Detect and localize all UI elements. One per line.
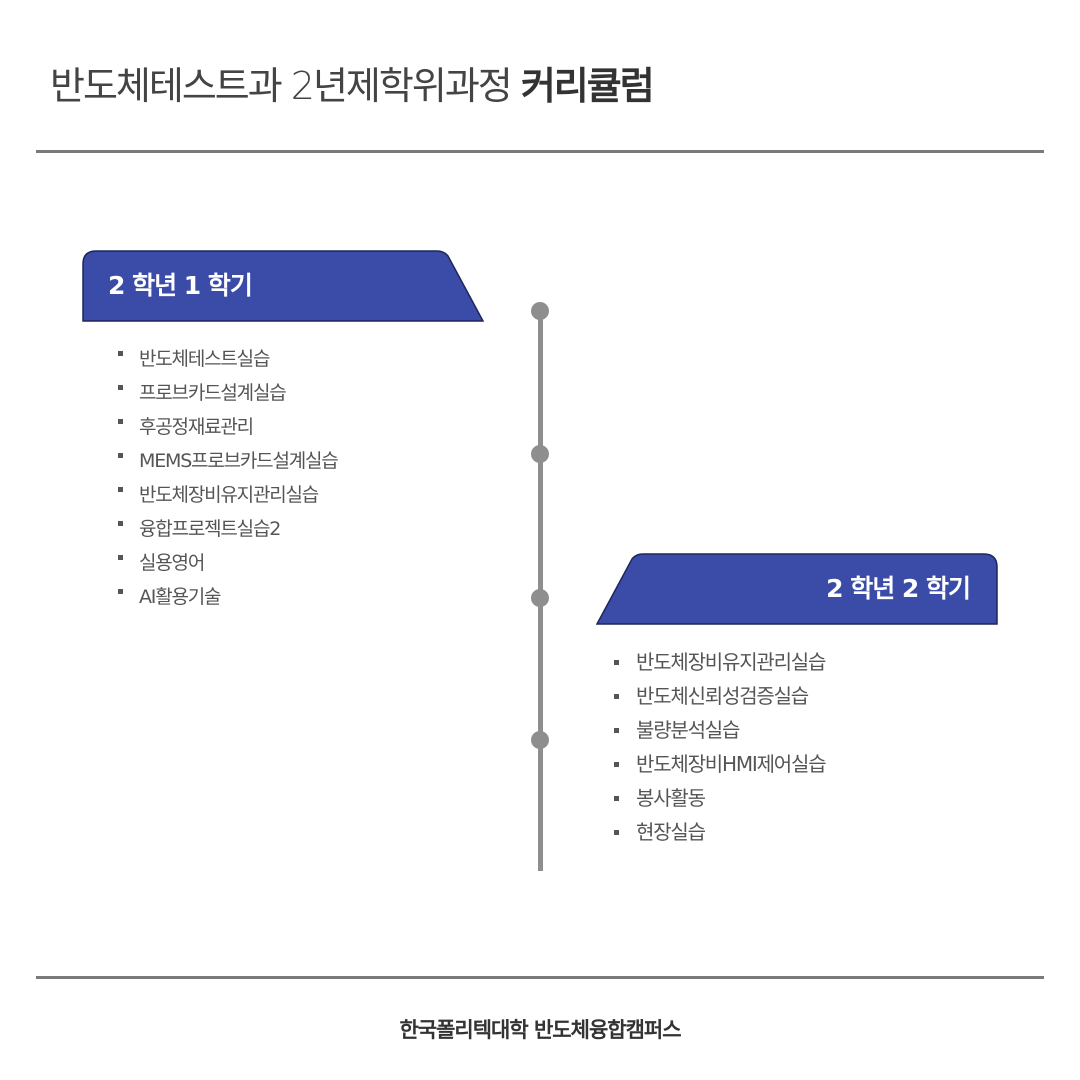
semester-banner-left-label: 2 학년 1 학기 <box>108 271 253 300</box>
semester-banner-right: 2 학년 2 학기 <box>596 553 998 625</box>
timeline-dot <box>531 302 549 320</box>
course-item: 현장실습 <box>614 815 825 849</box>
bullet-icon <box>614 830 619 835</box>
bullet-icon <box>118 453 123 458</box>
bullet-icon <box>118 419 123 424</box>
timeline-dot <box>531 589 549 607</box>
course-item: MEMS프로브카드설계실습 <box>118 444 339 478</box>
course-name: 프로브카드설계실습 <box>139 382 287 404</box>
course-item: 반도체장비유지관리실습 <box>118 478 338 512</box>
course-item: 불량분석실습 <box>614 713 825 747</box>
page-title-bold: 커리큘럼 <box>520 64 655 108</box>
course-item: 반도체신뢰성검증실습 <box>614 679 825 713</box>
course-item: 프로브카드설계실습 <box>118 376 338 410</box>
semester-banner-left: 2 학년 1 학기 <box>82 250 484 322</box>
course-item: AI활용기술 <box>118 580 338 614</box>
course-item: 후공정재료관리 <box>118 410 338 444</box>
bullet-icon <box>614 762 619 767</box>
bullet-icon <box>614 660 619 665</box>
course-name: AI활용기술 <box>139 586 222 608</box>
course-item: 봉사활동 <box>614 781 825 815</box>
bullet-icon <box>118 555 123 560</box>
course-item: 실용영어 <box>118 546 338 580</box>
course-item: 반도체장비HMI제어실습 <box>614 747 827 781</box>
timeline-dot <box>531 445 549 463</box>
course-name: 후공정재료관리 <box>139 416 254 438</box>
bullet-icon <box>118 487 123 492</box>
course-name: 반도체장비HMI제어실습 <box>636 752 827 776</box>
timeline-dot <box>531 731 549 749</box>
footer-institution: 한국폴리텍대학 반도체융합캠퍼스 <box>399 1018 681 1042</box>
bullet-icon <box>118 351 123 356</box>
course-name: 봉사활동 <box>636 786 706 810</box>
top-divider <box>36 150 1044 153</box>
course-name: 현장실습 <box>636 820 706 844</box>
course-name: MEMS프로브카드설계실습 <box>139 450 339 472</box>
semester-banner-left-shape <box>82 250 484 322</box>
bullet-icon <box>614 728 619 733</box>
page-title: 반도체테스트과 2년제학위과정 커리큘럼 <box>50 60 655 112</box>
course-name: 반도체장비유지관리실습 <box>139 484 319 506</box>
bullet-icon <box>118 521 123 526</box>
course-name: 불량분석실습 <box>636 718 740 742</box>
course-name: 실용영어 <box>139 552 205 574</box>
bullet-icon <box>614 694 619 699</box>
semester-right-course-list: 반도체장비유지관리실습 반도체신뢰성검증실습 불량분석실습 반도체장비HMI제어… <box>614 645 827 849</box>
semester-banner-right-shape <box>596 553 998 625</box>
course-name: 융합프로젝트실습2 <box>139 518 281 540</box>
course-item: 반도체장비유지관리실습 <box>614 645 826 679</box>
semester-left-course-list: 반도체테스트실습 프로브카드설계실습 후공정재료관리 MEMS프로브카드설계실습… <box>118 342 339 614</box>
semester-banner-right-label: 2 학년 2 학기 <box>826 574 971 603</box>
course-name: 반도체신뢰성검증실습 <box>636 684 809 708</box>
course-item: 융합프로젝트실습2 <box>118 512 338 546</box>
bullet-icon <box>614 796 619 801</box>
bullet-icon <box>118 589 123 594</box>
bottom-divider <box>36 976 1044 979</box>
bullet-icon <box>118 385 123 390</box>
course-name: 반도체테스트실습 <box>139 348 270 370</box>
page-title-regular: 반도체테스트과 2년제학위과정 <box>50 64 513 108</box>
course-name: 반도체장비유지관리실습 <box>636 650 826 674</box>
course-item: 반도체테스트실습 <box>118 342 338 376</box>
